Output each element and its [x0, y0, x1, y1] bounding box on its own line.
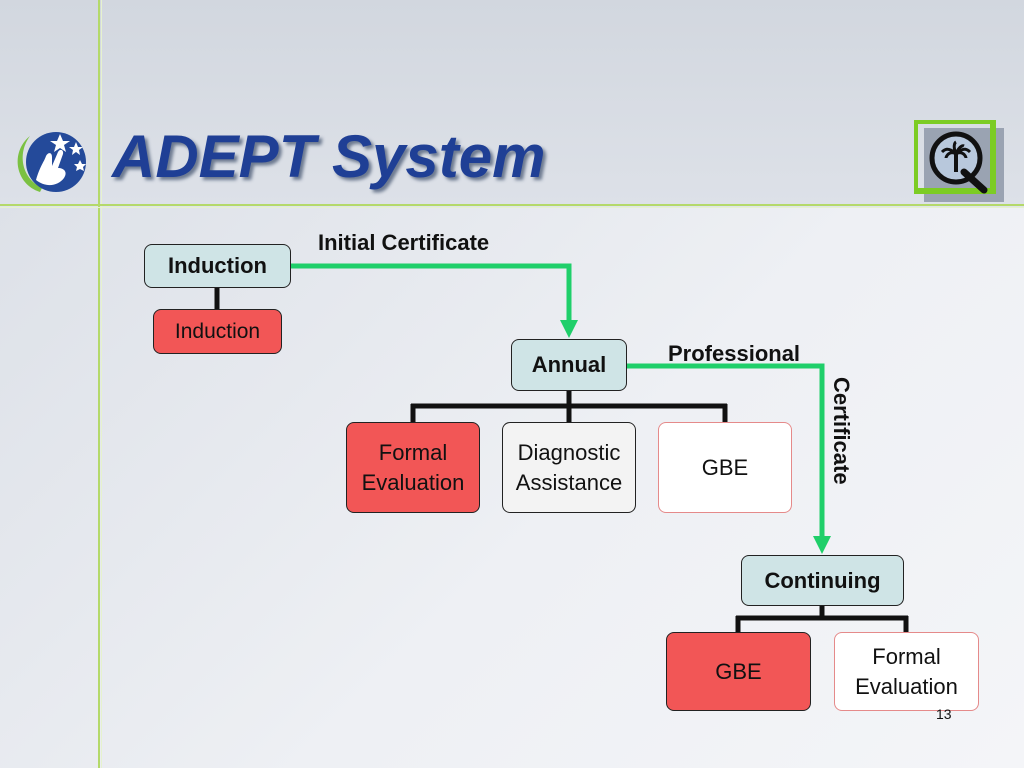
stage-annual: Annual — [511, 339, 627, 391]
accent-horizontal-line — [0, 204, 1024, 206]
continuing-gbe: GBE — [666, 632, 811, 711]
annual-formal-evaluation: Formal Evaluation — [346, 422, 480, 513]
initial-certificate-label: Initial Certificate — [318, 230, 490, 255]
slide-title: ADEPT System — [112, 123, 546, 190]
professional-label: Professional — [668, 341, 801, 366]
star-hand-logo-icon — [17, 132, 86, 192]
initial-certificate-arrow — [291, 263, 572, 322]
annual-diagnostic-assistance: Diagnostic Assistance — [502, 422, 636, 513]
certificate-label: Certificate — [829, 377, 854, 485]
accent-vertical-line — [98, 0, 100, 768]
header-band — [0, 0, 1024, 205]
professional-certificate-arrowhead — [813, 536, 831, 554]
initial-certificate-arrowhead — [560, 320, 578, 338]
accent-horizontal-highlight — [0, 207, 1024, 208]
palmetto-q-logo-icon — [914, 120, 1004, 202]
annual-gbe: GBE — [658, 422, 792, 513]
page-number: 13 — [936, 706, 952, 722]
stage-induction: Induction — [144, 244, 291, 288]
stage-continuing: Continuing — [741, 555, 904, 606]
induction-component: Induction — [153, 309, 282, 354]
accent-vertical-highlight — [101, 0, 102, 768]
continuing-formal-evaluation: Formal Evaluation — [834, 632, 979, 711]
professional-certificate-arrow — [627, 363, 825, 538]
